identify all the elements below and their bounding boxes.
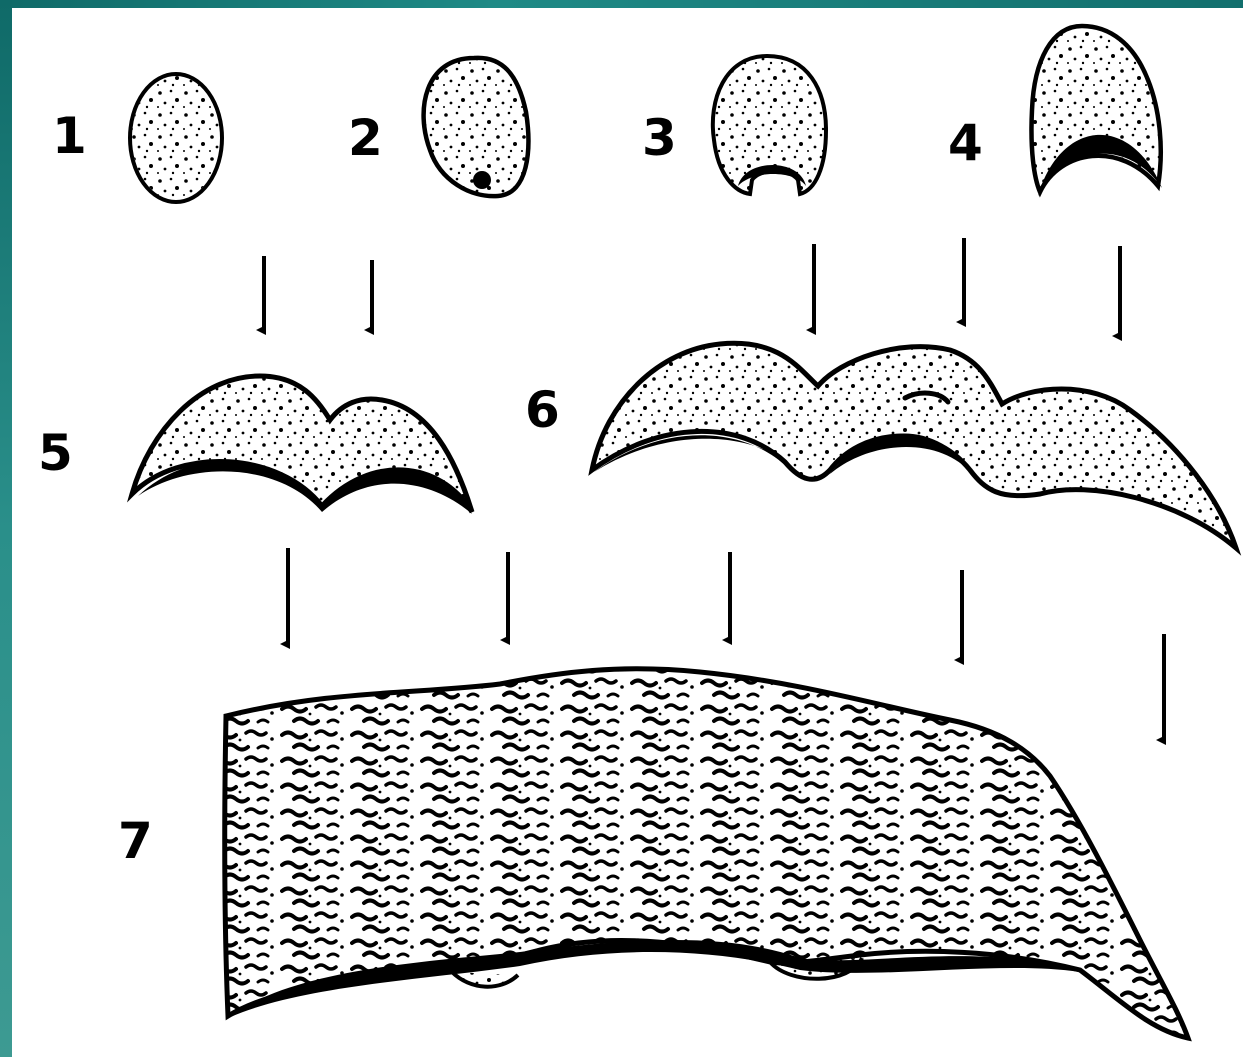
label-stage-4: 4 [948, 114, 983, 172]
stage-2-shape [424, 58, 529, 196]
arrows-row-1 [264, 238, 1120, 336]
label-stage-1: 1 [52, 107, 87, 165]
stage-3-shape [713, 56, 826, 194]
stage-4-shape [1031, 26, 1162, 196]
stage-1-shape [130, 74, 222, 202]
stage-6-shape [592, 343, 1236, 548]
stage-7-shape [225, 669, 1188, 1038]
label-stage-3: 3 [642, 109, 677, 167]
label-stage-2: 2 [348, 109, 383, 167]
label-stage-7: 7 [118, 812, 153, 870]
label-stage-5: 5 [38, 424, 73, 482]
stage-5-shape [132, 376, 472, 514]
label-stage-6: 6 [525, 381, 560, 439]
